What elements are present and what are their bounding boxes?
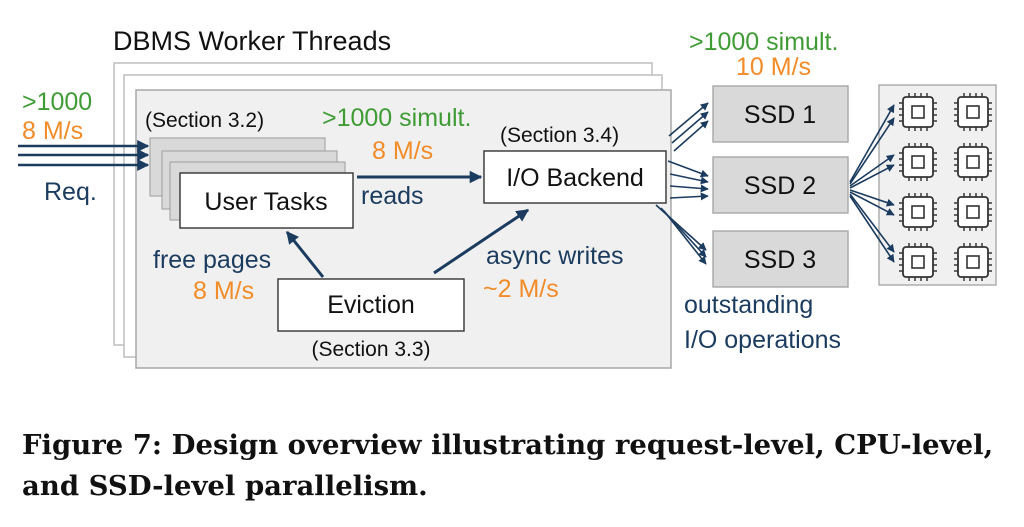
fanout-arrow: [849, 191, 895, 216]
request-rate: 8 M/s: [22, 117, 83, 145]
ssd-arrow: [669, 173, 709, 185]
reads-label: reads: [361, 182, 424, 210]
fanout-arrow: [849, 117, 895, 185]
fanout-arrow: [849, 154, 895, 187]
ssd-3-box: [712, 230, 849, 288]
async-writes-arrow: [433, 208, 530, 275]
io-backend-label: I/O Backend: [506, 164, 644, 192]
reads-rate: 8 M/s: [372, 137, 433, 165]
reads-count: >1000 simult.: [322, 104, 471, 132]
ssd-3-label: SSD 3: [744, 246, 816, 274]
backend-ssd-arrows: [655, 102, 709, 265]
free-pages-rate: 8 M/s: [193, 277, 254, 305]
fanout-arrow: [849, 193, 895, 253]
ssd-arrow: [667, 160, 709, 178]
eviction-box: [277, 278, 465, 332]
flash-chip-icon: [954, 193, 992, 231]
user-tasks-section: (Section 3.2): [145, 109, 264, 132]
user-tasks-label: User Tasks: [204, 188, 327, 216]
fanout-arrow: [849, 189, 895, 207]
io-backend-section: (Section 3.4): [500, 124, 619, 147]
eviction-section: (Section 3.3): [311, 338, 430, 361]
ssd-2: SSD 2: [712, 156, 849, 214]
free-pages-label: free pages: [153, 246, 271, 274]
ssd-arrow: [663, 210, 707, 265]
ssd-arrow: [668, 102, 709, 137]
ssd-arrow: [669, 184, 709, 193]
ssd-1-box: [712, 85, 849, 143]
flash-chip-icon: [899, 93, 937, 131]
async-writes-rate: ~2 M/s: [483, 275, 559, 303]
ssd-arrow: [671, 111, 709, 144]
request-count: >1000: [22, 88, 92, 116]
design-overview-diagram: DBMS Worker Threads >1000 8 M/s Req. (Se…: [18, 26, 997, 369]
flash-chip-icon: [954, 143, 992, 181]
ssd-count: >1000 simult.: [689, 28, 838, 56]
ssd-1: SSD 1: [712, 85, 849, 143]
worker-thread-panel: [135, 89, 672, 369]
ssd-arrow: [673, 120, 709, 152]
figure-caption: Figure 7: Design overview illustrating r…: [22, 429, 994, 502]
flash-chip-icon: [899, 243, 937, 281]
ssd2-fanout-arrows: [849, 104, 895, 263]
fanout-arrow: [849, 195, 895, 263]
diagram-title: DBMS Worker Threads: [113, 26, 391, 56]
request-arrows: [18, 140, 150, 171]
ssd-1-label: SSD 1: [744, 101, 816, 129]
ssd-3: SSD 3: [712, 230, 849, 288]
ssd-2-label: SSD 2: [744, 172, 816, 200]
async-writes-label: async writes: [486, 242, 624, 270]
io-backend-box: [483, 150, 667, 204]
eviction-label: Eviction: [327, 291, 415, 319]
fanout-arrow: [849, 104, 895, 183]
ssd-2-box: [712, 156, 849, 214]
ssd-arrow: [669, 192, 709, 201]
flash-chips: [899, 93, 992, 281]
request-label: Req.: [44, 178, 97, 206]
flash-chip-icon: [899, 143, 937, 181]
ssd-rate: 10 M/s: [736, 53, 811, 81]
outstanding-line2: I/O operations: [684, 326, 841, 354]
user-tasks-box: [179, 172, 354, 229]
flash-chip-icon: [954, 93, 992, 131]
fanout-arrow: [849, 164, 895, 189]
outstanding-line1: outstanding: [684, 291, 813, 319]
flash-chip-icon: [954, 243, 992, 281]
flash-chip-icon: [899, 193, 937, 231]
free-pages-arrow: [285, 231, 325, 278]
